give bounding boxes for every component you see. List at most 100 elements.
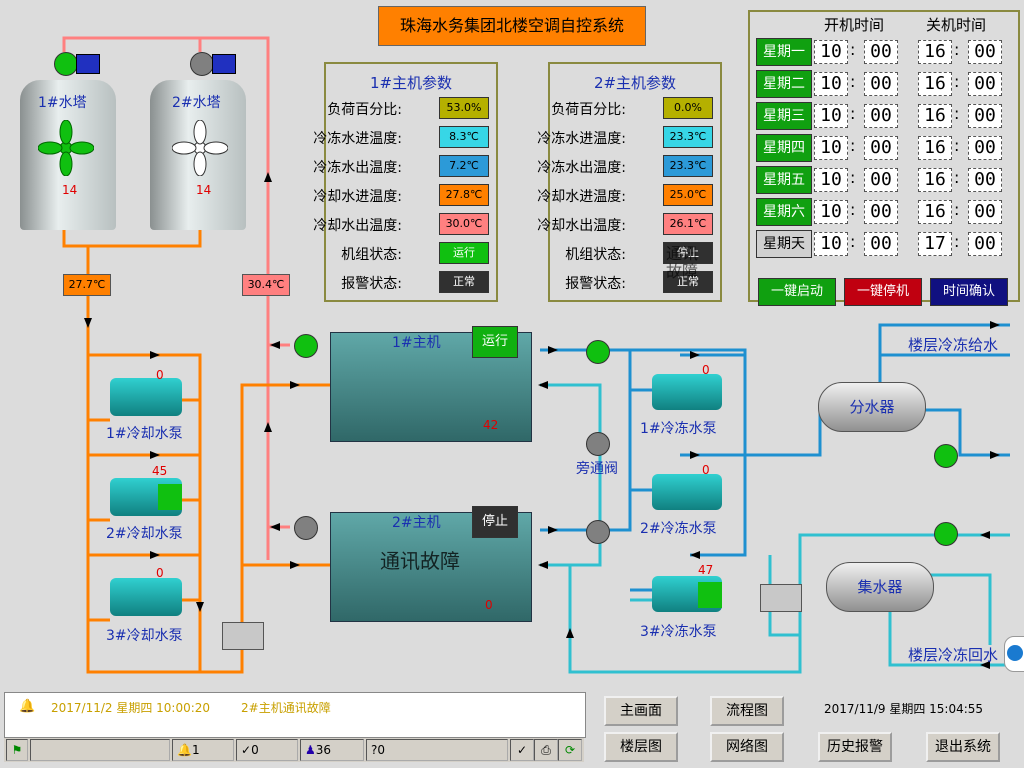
alarm-status-value: 正常 <box>663 271 713 293</box>
ack-count-cell[interactable]: ✓0 <box>236 739 298 761</box>
cooling-pump-2-icon[interactable] <box>110 478 182 516</box>
floor-plan-button[interactable]: 楼层图 <box>604 732 678 762</box>
supply-valve-icon[interactable] <box>934 444 958 468</box>
on-minute-input[interactable]: 00 <box>864 136 898 160</box>
confirm-icon[interactable]: ✓ <box>510 739 534 761</box>
tower-1-value: 14 <box>62 183 78 197</box>
day-button[interactable]: 星期六 <box>756 198 812 226</box>
unit-status-value: 运行 <box>439 242 489 264</box>
off-hour-input[interactable]: 16 <box>918 200 952 224</box>
return-valve-icon[interactable] <box>934 522 958 546</box>
cooling-tower-1[interactable] <box>20 80 116 230</box>
history-alarm-button[interactable]: 历史报警 <box>818 732 892 762</box>
day-button[interactable]: 星期三 <box>756 102 812 130</box>
on-hour-input[interactable]: 10 <box>814 200 848 224</box>
on-hour-input[interactable]: 10 <box>814 72 848 96</box>
cooling-pump-1-icon[interactable] <box>110 378 182 416</box>
cooling-out-temp-value: 26.1℃ <box>663 213 713 235</box>
on-hour-input[interactable]: 10 <box>814 168 848 192</box>
one-key-stop-button[interactable]: 一键停机 <box>844 278 922 306</box>
cooling-tower-2[interactable] <box>150 80 246 230</box>
chiller-2-chilled-valve-icon[interactable] <box>586 520 610 544</box>
chiller-1-chilled-valve-icon[interactable] <box>586 340 610 364</box>
water-collector[interactable]: 集水器 <box>826 562 934 612</box>
water-distributor[interactable]: 分水器 <box>818 382 926 432</box>
network-button[interactable]: 网络图 <box>710 732 784 762</box>
alarm-count-cell[interactable]: 🔔1 <box>172 739 234 761</box>
flag-icon[interactable]: ⚑ <box>6 739 28 761</box>
panel-title: 2#主机参数 <box>593 74 677 92</box>
chiller-2-label: 2#主机 <box>392 515 441 531</box>
on-hour-input[interactable]: 10 <box>814 232 848 256</box>
off-hour-input[interactable]: 16 <box>918 104 952 128</box>
on-hour-input[interactable]: 10 <box>814 104 848 128</box>
on-minute-input[interactable]: 00 <box>864 72 898 96</box>
side-tab-icon[interactable] <box>1004 636 1024 672</box>
chiller-1-label: 1#主机 <box>392 335 441 351</box>
chiller-1-status-button[interactable]: 运行 <box>472 326 518 358</box>
chilled-pump-2-icon[interactable] <box>652 474 722 510</box>
day-button[interactable]: 星期四 <box>756 134 812 162</box>
user-count-cell[interactable]: ♟36 <box>300 739 364 761</box>
chiller-2-fault-text: 通讯故障 <box>380 549 460 573</box>
off-minute-input[interactable]: 00 <box>968 136 1002 160</box>
on-minute-input[interactable]: 00 <box>864 40 898 64</box>
off-hour-input[interactable]: 16 <box>918 168 952 192</box>
colon-separator: : <box>850 232 856 251</box>
alarm-log[interactable]: 🔔 2017/11/2 星期四 10:00:20 2#主机通讯故障 <box>4 692 586 738</box>
colon-separator: : <box>850 40 856 59</box>
cooling-out-temp-value: 30.0℃ <box>439 213 489 235</box>
cooling-manual-valve-icon[interactable] <box>222 622 264 650</box>
on-minute-input[interactable]: 00 <box>864 232 898 256</box>
motor-icon <box>698 582 722 608</box>
on-hour-input[interactable]: 10 <box>814 40 848 64</box>
exit-system-button[interactable]: 退出系统 <box>926 732 1000 762</box>
print-icon[interactable]: ⎙ <box>534 739 558 761</box>
time-confirm-button[interactable]: 时间确认 <box>930 278 1008 306</box>
tower-2-valve-icon[interactable] <box>190 52 214 76</box>
help-icon: ? <box>371 743 378 757</box>
cooling-pump-3-icon[interactable] <box>110 578 182 616</box>
off-minute-input[interactable]: 00 <box>968 168 1002 192</box>
flow-chart-button[interactable]: 流程图 <box>710 696 784 726</box>
off-hour-input[interactable]: 16 <box>918 40 952 64</box>
day-button[interactable]: 星期二 <box>756 70 812 98</box>
day-button[interactable]: 星期一 <box>756 38 812 66</box>
chiller-2-cooling-valve-icon[interactable] <box>294 516 318 540</box>
bypass-valve-icon[interactable] <box>586 432 610 456</box>
refresh-icon[interactable]: ⟳ <box>558 739 582 761</box>
off-minute-input[interactable]: 00 <box>968 72 1002 96</box>
one-key-start-button[interactable]: 一键启动 <box>758 278 836 306</box>
off-minute-input[interactable]: 00 <box>968 232 1002 256</box>
on-minute-input[interactable]: 00 <box>864 104 898 128</box>
tower-2-value: 14 <box>196 183 212 197</box>
day-button[interactable]: 星期五 <box>756 166 812 194</box>
main-screen-button[interactable]: 主画面 <box>604 696 678 726</box>
off-hour-input[interactable]: 17 <box>918 232 952 256</box>
off-hour-input[interactable]: 16 <box>918 72 952 96</box>
chilled-pump-3-icon[interactable] <box>652 576 722 612</box>
on-hour-input[interactable]: 10 <box>814 136 848 160</box>
unknown-count-cell[interactable]: ?0 <box>366 739 508 761</box>
chilled-manual-valve-icon[interactable] <box>760 584 802 612</box>
unknown-count: 0 <box>377 743 386 757</box>
chilled-out-temp-value: 7.2℃ <box>439 155 489 177</box>
load-percent-value: 53.0% <box>439 97 489 119</box>
off-minute-input[interactable]: 00 <box>968 40 1002 64</box>
chilled-pump-3-value: 47 <box>698 563 714 577</box>
schedule-row: 星期五 10 : 00 16 : 00 <box>750 166 1018 194</box>
on-minute-input[interactable]: 00 <box>864 200 898 224</box>
off-minute-input[interactable]: 00 <box>968 200 1002 224</box>
schedule-row: 星期三 10 : 00 16 : 00 <box>750 102 1018 130</box>
chiller-1-cooling-valve-icon[interactable] <box>294 334 318 358</box>
off-minute-input[interactable]: 00 <box>968 104 1002 128</box>
on-minute-input[interactable]: 00 <box>864 168 898 192</box>
chiller-2-status-button[interactable]: 停止 <box>472 506 518 538</box>
chilled-pump-1-icon[interactable] <box>652 374 722 410</box>
tower-1-valve-icon[interactable] <box>54 52 78 76</box>
off-hour-input[interactable]: 16 <box>918 136 952 160</box>
day-button[interactable]: 星期天 <box>756 230 812 258</box>
alarm-bell-icon: 🔔 <box>19 699 36 714</box>
tower-1-motor-icon <box>76 54 100 74</box>
schedule-panel: 开机时间 关机时间 星期一 10 : 00 16 : 00 星期二 10 : 0… <box>748 10 1020 306</box>
